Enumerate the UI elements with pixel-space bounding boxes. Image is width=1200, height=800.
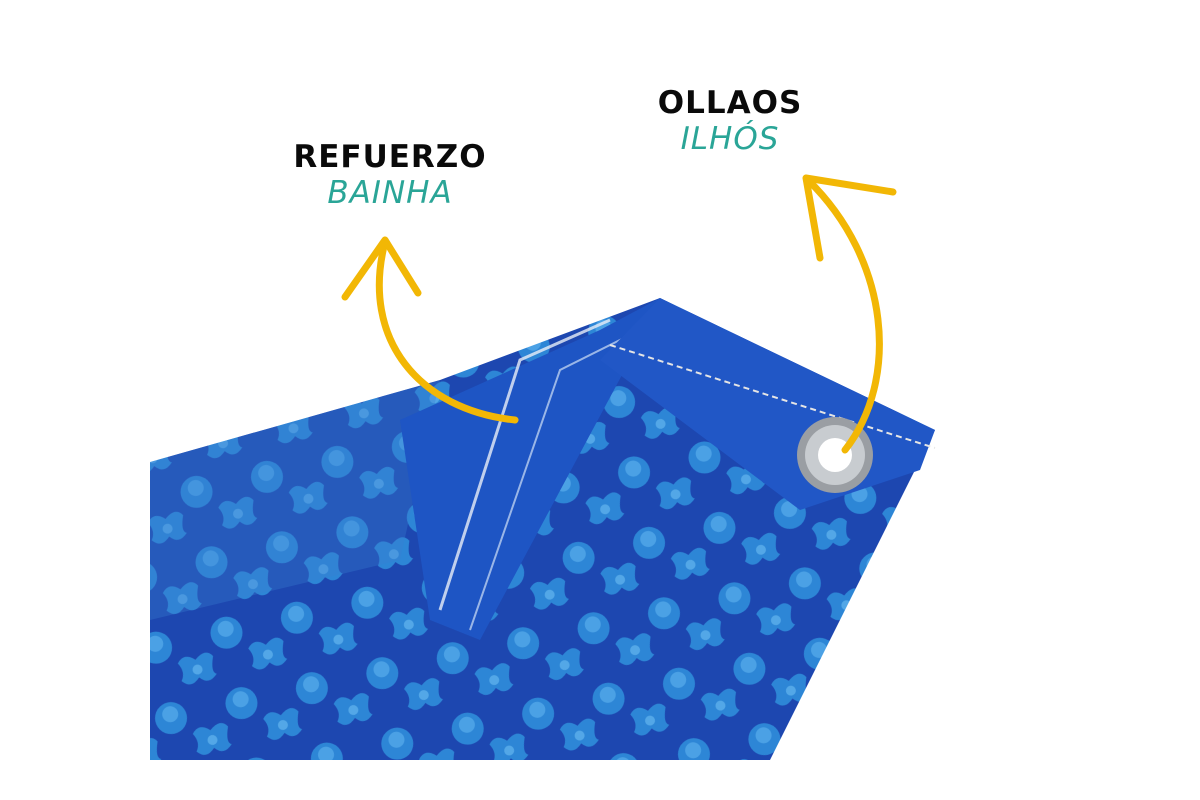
hem-label: REFUERZO BAINHA <box>270 139 510 211</box>
grommets-label-spanish: OLLAOS <box>657 85 803 121</box>
grommet-arrowhead-icon <box>802 174 897 262</box>
hem-label-portuguese: BAINHA <box>327 174 453 211</box>
hem-arrowhead-icon <box>341 236 422 301</box>
hem-label-spanish: REFUERZO <box>293 139 487 175</box>
grommets-label-portuguese: ILHÓS <box>680 120 780 157</box>
grommet-arrow <box>804 176 883 454</box>
hem-reinforcement <box>400 298 660 640</box>
hem-arrow <box>375 238 519 424</box>
grommets-label: OLLAOS ILHÓS <box>630 85 830 157</box>
